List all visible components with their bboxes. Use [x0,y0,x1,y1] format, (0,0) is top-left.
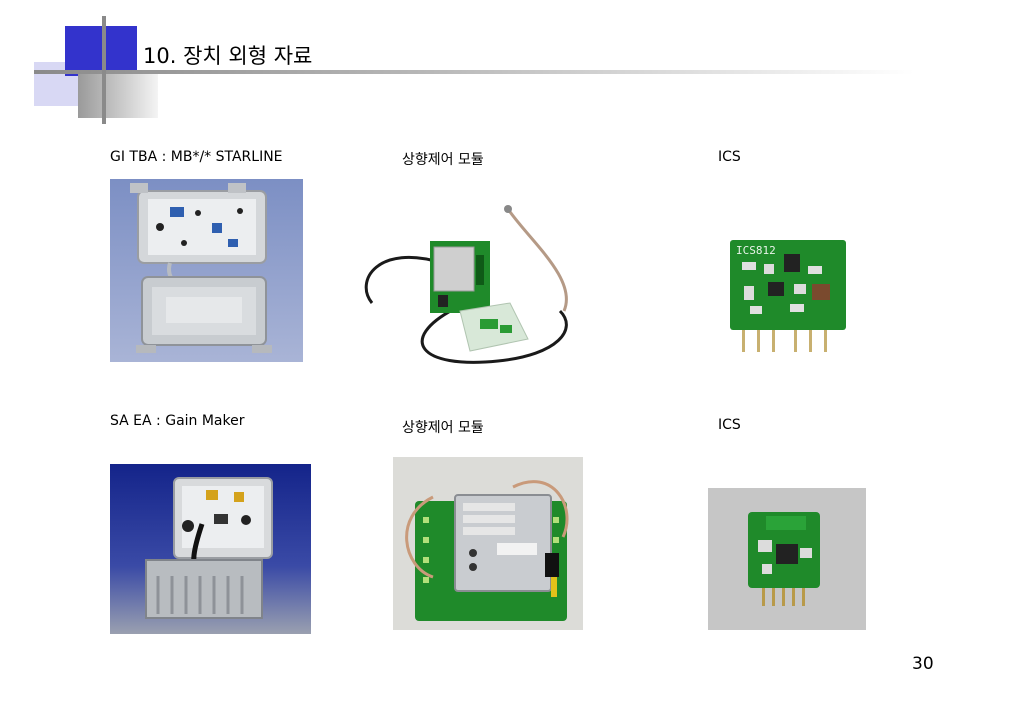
header-decoration-grey-square [78,72,158,118]
caption-upstream-module-1: 상향제어 모듈 [402,152,484,168]
svg-text:ICS812: ICS812 [736,244,776,257]
photo-gi-tba-amplifier [110,179,303,362]
caption-ics-1: ICS [718,149,741,165]
photo-upstream-control-module-2 [393,457,583,630]
caption-gi-tba: GI TBA : MB*/* STARLINE [110,149,283,165]
header-vertical-rule [102,16,106,124]
caption-upstream-module-2: 상향제어 모듈 [402,420,484,436]
caption-sa-ea: SA EA : Gain Maker [110,413,245,429]
photo-ics-module-2 [708,488,866,630]
header-rule [34,70,914,74]
header-decoration-blue-square [65,26,137,76]
page-number: 30 [912,654,934,674]
photo-ics-module-1: ICS812 [724,232,852,356]
photo-upstream-control-module-1 [358,199,580,369]
caption-ics-2: ICS [718,417,741,433]
photo-gain-maker-amplifier [110,464,311,634]
slide-title: 10. 장치 외형 자료 [143,44,313,68]
